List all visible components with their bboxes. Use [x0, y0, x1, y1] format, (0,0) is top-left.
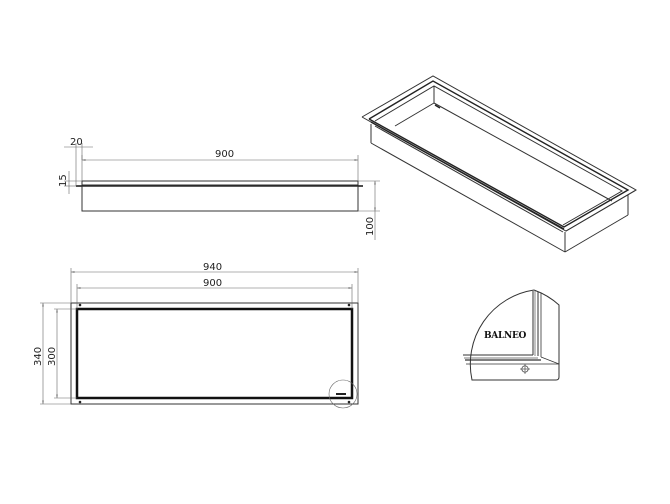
side-view: 900 20 15 100 — [58, 137, 380, 240]
dim-text-100: 100 — [365, 217, 376, 236]
detail-circle — [328, 379, 358, 409]
screw-dot — [347, 400, 351, 404]
detail-outline — [469, 289, 560, 381]
iso-brand-mark — [434, 104, 441, 109]
dim-text-300: 300 — [47, 347, 58, 366]
detail-brand-label: BALNEO — [484, 331, 527, 341]
dim-text-940: 940 — [203, 262, 222, 273]
side-body — [81, 185, 359, 212]
top-outer-frame — [70, 302, 359, 405]
dim-text-340: 340 — [33, 347, 44, 366]
side-flange — [81, 180, 359, 186]
isometric-view — [361, 75, 638, 253]
detail-view: BALNEO — [463, 289, 560, 381]
top-view: 940 900 340 300 — [33, 262, 359, 409]
dim-text-900-top: 900 — [203, 278, 222, 289]
screw-dot — [78, 303, 82, 307]
dim-text-15: 15 — [58, 174, 69, 187]
screw-dot — [78, 400, 82, 404]
top-inner-frame — [75, 307, 354, 400]
screw-dot — [347, 303, 351, 307]
dim-text-20: 20 — [70, 137, 83, 148]
dim-text-900-side: 900 — [215, 149, 234, 160]
crosshair-circle-icon — [520, 364, 530, 374]
brand-mark — [336, 393, 346, 395]
